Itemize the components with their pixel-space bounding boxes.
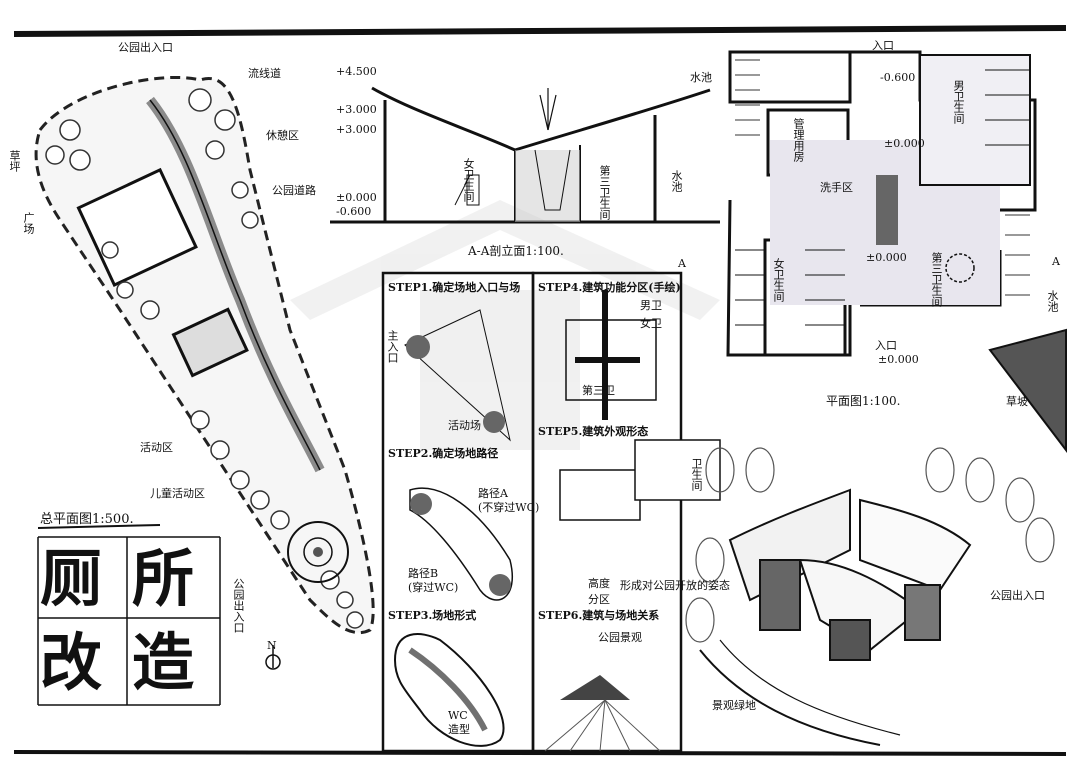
step6-heading: STEP6.建筑与场地关系 (538, 609, 660, 622)
title-char-1: 厕 (40, 542, 103, 615)
step-note-male: 男卫 (640, 299, 662, 312)
title-char-4: 造 (132, 626, 195, 699)
plan-water-2: 水池 (1046, 290, 1059, 312)
step-note-path-b: 路径B (408, 567, 439, 580)
step-note-wc: WC (448, 709, 468, 722)
step-note-zoning: 分区 (588, 593, 610, 606)
step-note-path-a: 路径A (478, 487, 508, 500)
plan-male-toilet: 男卫生间 (952, 80, 965, 124)
plan-elev-3: ±0.000 (866, 251, 907, 264)
label-lawn: 草坪 (8, 150, 21, 172)
plan-entrance-b: 入口 (875, 339, 897, 352)
plan-female-toilet: 女卫生间 (772, 258, 785, 302)
step-note-open: 形成对公园开放的姿态 (620, 579, 730, 592)
plan-mgmt-room: 管理用房 (792, 118, 805, 162)
step-note-third: 第三卫 (582, 384, 615, 397)
section-caption: A-A剖立面1:100. (468, 244, 564, 258)
step-note-toilet: 卫生间 (690, 458, 703, 491)
section-female-toilet: 女卫生间 (462, 158, 475, 202)
label-grass-slope: 草坡 (1006, 395, 1028, 408)
plan-axis-a: A (1052, 255, 1060, 268)
step-note-form: 造型 (448, 723, 470, 736)
label-park-exit: 公园出入口 (232, 578, 245, 633)
plan-elev-4: ±0.000 (878, 353, 919, 366)
title-char-3: 改 (40, 626, 103, 699)
plan-elev-1: -0.600 (880, 71, 916, 84)
label-park-entrance-top: 公园出入口 (118, 41, 173, 54)
section-third-toilet: 第三卫生间 (598, 165, 611, 220)
label-park-entrance-right: 公园出入口 (990, 589, 1045, 602)
step-note-main-entrance: 主入口 (386, 330, 399, 363)
section-elev-4: ±0.000 (336, 191, 377, 204)
label-square: 广场 (22, 212, 35, 234)
section-elev-5: -0.600 (336, 205, 372, 218)
step3-heading: STEP3.场地形式 (388, 609, 477, 622)
section-axis-a: A (678, 257, 686, 270)
floor-plan-caption: 平面图1:100. (826, 394, 901, 408)
section-elev-3: +3.000 (336, 123, 377, 136)
step1-heading: STEP1.确定场地入口与场 (388, 281, 521, 294)
label-rest-area: 休憩区 (266, 129, 299, 142)
plan-third-toilet: 第三卫生间 (930, 252, 943, 307)
north-label: N (267, 639, 277, 652)
step-note-path-b-sub: (穿过WC) (408, 581, 459, 594)
title-char-2: 所 (132, 542, 195, 615)
step5-heading: STEP5.建筑外观形态 (538, 425, 649, 438)
plan-elev-2: ±0.000 (884, 137, 925, 150)
plan-entrance-a: 入口 (872, 39, 894, 52)
site-plan-caption: 总平面图1:500. (40, 512, 134, 527)
step2-heading: STEP2.确定场地路径 (388, 447, 499, 460)
section-elev-2: +3.000 (336, 103, 377, 116)
plan-wash-area: 洗手区 (820, 181, 853, 194)
section-water: 水池 (670, 170, 683, 192)
label-flow-path: 流线道 (248, 67, 281, 80)
title-block: 厕 所 改 造 (38, 536, 220, 706)
label-activity-area: 活动区 (140, 441, 173, 454)
step-note-female: 女卫 (640, 317, 662, 330)
label-park-road: 公园道路 (272, 184, 316, 197)
section-elev-1: +4.500 (336, 65, 377, 78)
step-note-activity: 活动场 (448, 419, 481, 432)
step-note-height: 高度 (588, 577, 610, 590)
step-note-path-a-sub: (不穿过WC) (478, 501, 540, 514)
label-kids-area: 儿童活动区 (150, 487, 205, 500)
plan-water-1: 水池 (690, 71, 712, 84)
step4-heading: STEP4.建筑功能分区(手绘) (538, 281, 681, 294)
step-note-landscape: 公园景观 (598, 631, 642, 644)
label-landscape-green: 景观绿地 (712, 699, 756, 712)
